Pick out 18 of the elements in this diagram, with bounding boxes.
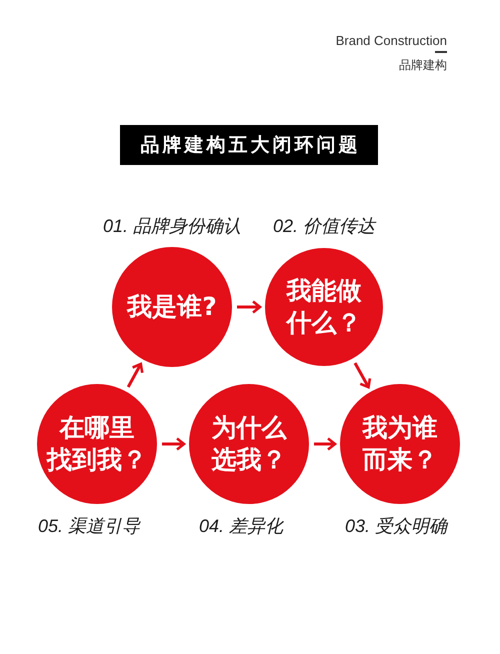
- arrow: [354, 362, 372, 388]
- step-caption: 05. 渠道引导: [38, 515, 140, 537]
- step-caption: 02. 价值传达: [273, 215, 376, 237]
- step-caption: 01. 品牌身份确认: [103, 215, 242, 237]
- arrow: [237, 300, 262, 314]
- arrow: [314, 437, 336, 451]
- question-text: 在哪里找到我？: [47, 412, 147, 476]
- question-text: 我能做什么？: [286, 275, 362, 339]
- header-label: 品牌建构: [399, 58, 447, 72]
- step-caption: 03. 受众明确: [345, 515, 448, 537]
- title-banner: 品牌建构五大闭环问题: [120, 125, 378, 165]
- question-text: 我是谁?: [127, 291, 217, 323]
- arrow: [162, 437, 186, 451]
- step-caption: 04. 差异化: [199, 515, 284, 537]
- arrow: [126, 362, 144, 388]
- question-text: 我为谁而来？: [362, 412, 438, 476]
- header-label: Brand Construction: [336, 33, 447, 48]
- question-text: 为什么选我？: [212, 412, 286, 476]
